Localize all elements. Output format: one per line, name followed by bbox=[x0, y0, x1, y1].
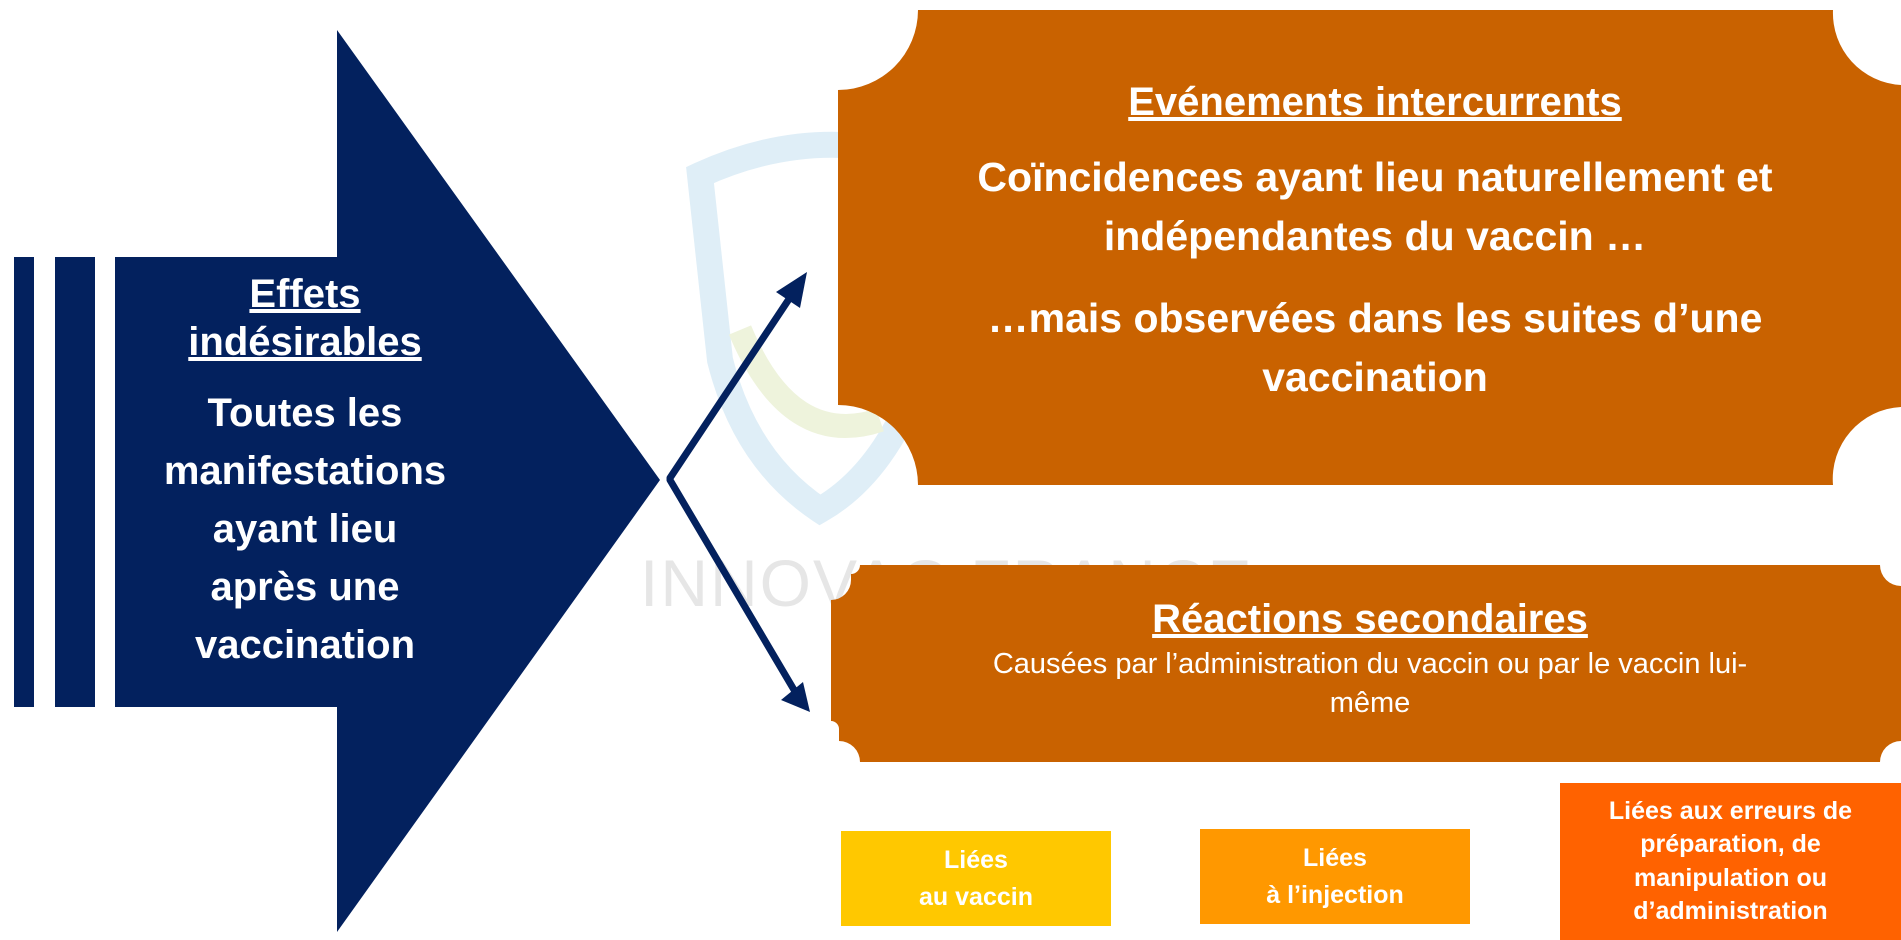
secondary-reactions-description: Causées par l’administration du vaccin o… bbox=[992, 648, 1748, 720]
intercurrent-events-block: Evénements intercurrents Coïncidences ay… bbox=[905, 78, 1845, 408]
intercurrent-events-heading: Evénements intercurrents bbox=[1128, 80, 1622, 124]
middle-box-shape bbox=[831, 565, 1901, 762]
secondary-reactions-block: Réactions secondaires Causées par l’admi… bbox=[880, 595, 1860, 723]
arrowhead-down bbox=[781, 682, 810, 712]
stripe-2 bbox=[55, 257, 95, 707]
connector-arrows bbox=[666, 286, 804, 704]
category-injection-box: Liées à l’injection bbox=[1200, 829, 1470, 924]
stripe-1 bbox=[14, 257, 34, 707]
intercurrent-events-coincidences: Coïncidences ayant lieu naturellement et… bbox=[977, 154, 1773, 260]
arrow-to-reactions bbox=[666, 476, 804, 704]
top-box-shape bbox=[838, 10, 1901, 485]
arrowhead-up bbox=[776, 272, 807, 308]
secondary-reactions-heading: Réactions secondaires bbox=[1152, 597, 1588, 641]
adverse-effects-block: Effets indésirables Toutes les manifesta… bbox=[150, 270, 460, 674]
arrow-to-events bbox=[666, 286, 799, 482]
adverse-effects-description: Toutes les manifestations ayant lieu apr… bbox=[163, 391, 447, 667]
intercurrent-events-observed: …mais observées dans les suites d’une va… bbox=[987, 294, 1763, 401]
category-vaccine-box: Liées au vaccin bbox=[841, 831, 1111, 926]
category-errors-box: Liées aux erreurs de préparation, de man… bbox=[1560, 783, 1901, 940]
big-navy-arrow bbox=[115, 30, 660, 932]
adverse-effects-heading: Effets indésirables bbox=[188, 272, 422, 364]
